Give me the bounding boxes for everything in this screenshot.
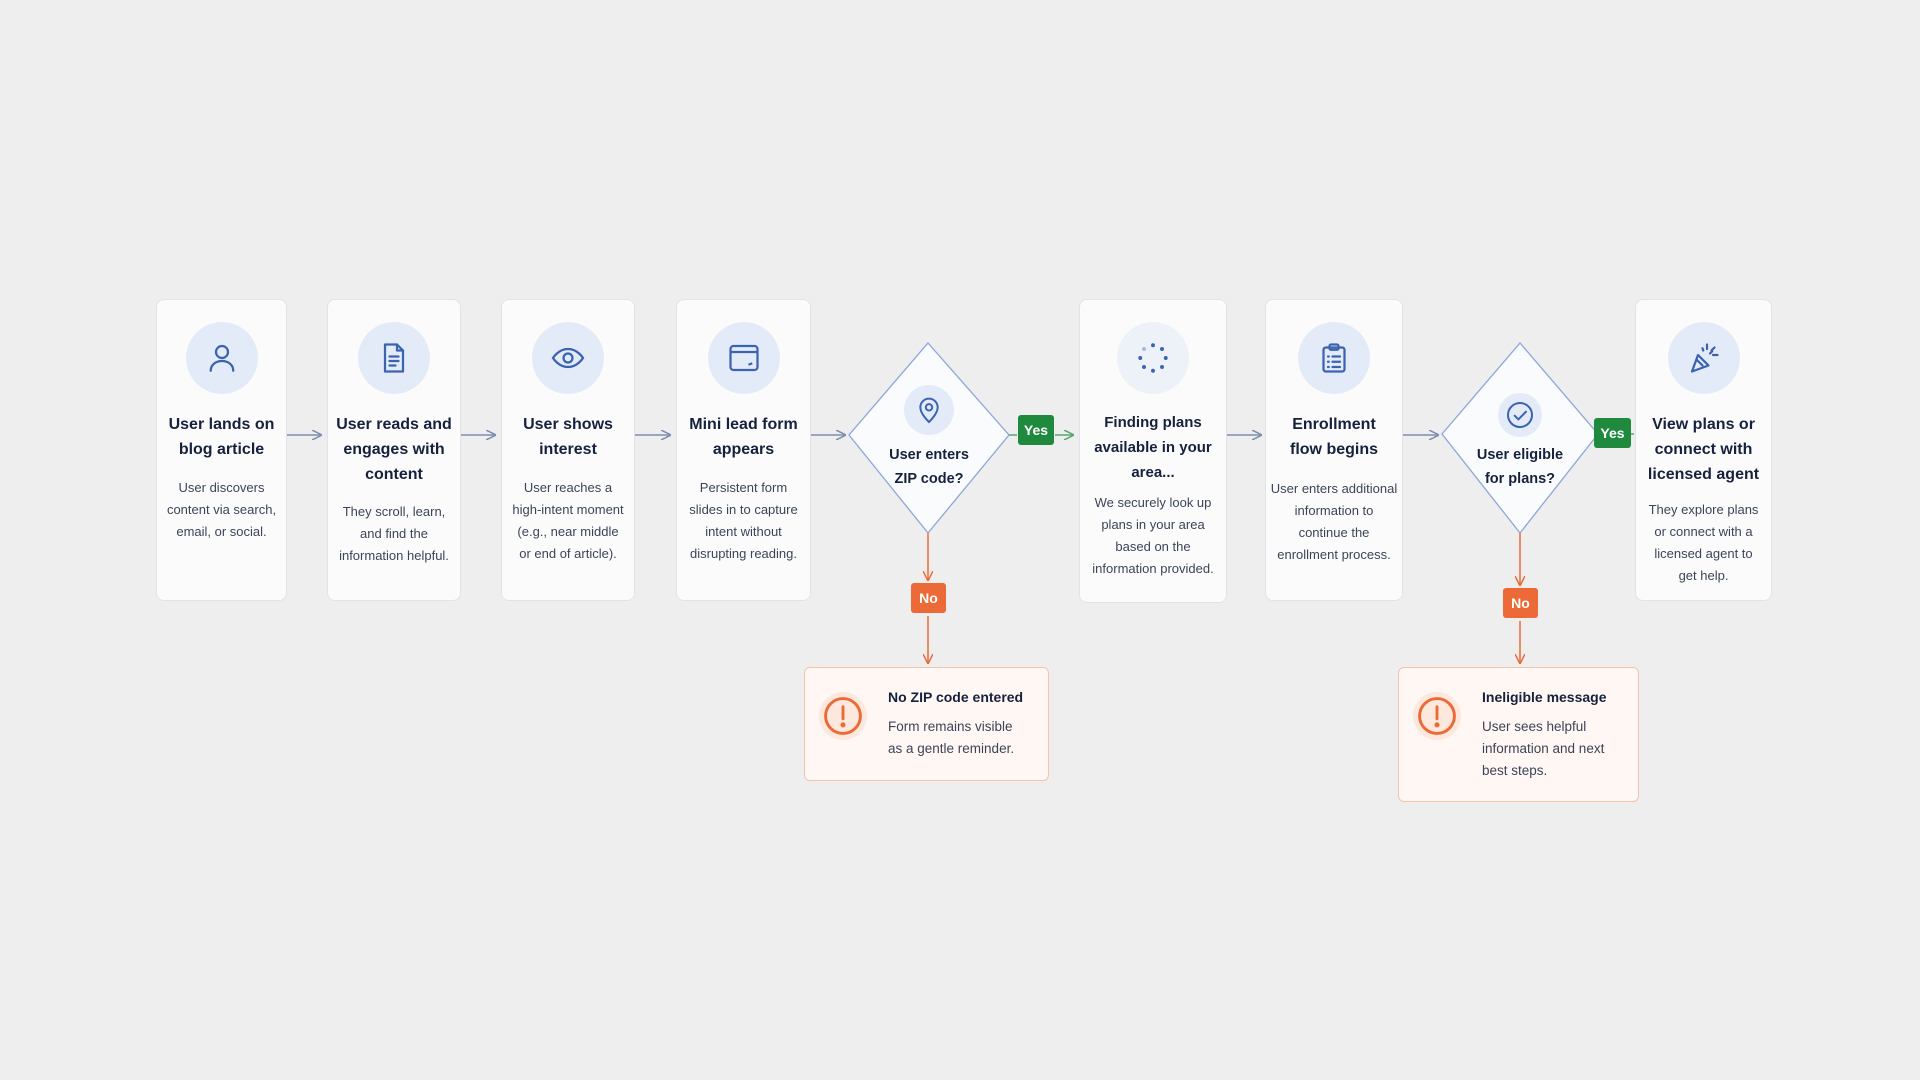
- yes-badge: Yes: [1018, 415, 1054, 445]
- step-title: User reads and engages with content: [336, 416, 452, 483]
- step-description: We securely look up plans in your area b…: [1092, 495, 1214, 576]
- alert-circle-icon: [819, 692, 867, 740]
- yes-badge: Yes: [1594, 418, 1631, 448]
- step-description: User enters additional information to co…: [1270, 481, 1398, 562]
- alert-description: User sees helpful information and next b…: [1482, 719, 1605, 778]
- document-icon: [358, 322, 430, 394]
- step-card-finding-plans: Finding plans available in your area... …: [1079, 299, 1227, 603]
- step-title: User shows interest: [523, 416, 613, 458]
- eye-icon: [532, 322, 604, 394]
- user-icon: [185, 322, 258, 394]
- alert-ineligible: Ineligible message User sees helpful inf…: [1398, 667, 1639, 802]
- step-card-blog-article: User lands on blog article User discover…: [156, 299, 287, 601]
- alert-title: Ineligible message: [1482, 689, 1607, 705]
- loading-spinner-icon: [1117, 322, 1189, 394]
- alert-title: No ZIP code entered: [888, 689, 1024, 705]
- step-card-view-plans: View plans or connect with licensed agen…: [1635, 299, 1772, 601]
- check-circle-icon: [1498, 393, 1542, 437]
- alert-circle-icon: [1413, 692, 1461, 740]
- step-description: They explore plans or connect with a lic…: [1648, 502, 1759, 583]
- decision-diamond-shape: [1441, 342, 1599, 535]
- step-title: Finding plans available in your area...: [1094, 414, 1212, 481]
- step-card-shows-interest: User shows interest User reaches a high-…: [501, 299, 635, 601]
- alert-no-zip-code: No ZIP code entered Form remains visible…: [804, 667, 1049, 781]
- step-card-reads-content: User reads and engages with content They…: [327, 299, 461, 601]
- decision-question: User enters ZIP code?: [889, 447, 969, 487]
- decision-zip-code: User enters ZIP code?: [849, 343, 1009, 533]
- no-badge: No: [1503, 588, 1538, 618]
- party-popper-icon: [1667, 322, 1740, 394]
- step-title: View plans or connect with licensed agen…: [1647, 416, 1760, 483]
- step-title: Enrollment flow begins: [1290, 416, 1378, 458]
- step-description: Persistent form slides in to capture int…: [689, 480, 798, 561]
- step-card-enrollment: Enrollment flow begins User enters addit…: [1265, 299, 1403, 601]
- location-pin-icon: [904, 385, 954, 435]
- decision-question: User eligible for plans?: [1476, 447, 1564, 487]
- clipboard-icon: [1298, 322, 1370, 394]
- no-badge: No: [911, 583, 946, 613]
- step-card-lead-form: Mini lead form appears Persistent form s…: [676, 299, 811, 601]
- decision-eligibility: User eligible for plans?: [1442, 343, 1598, 533]
- step-description: User reaches a high-intent moment (e.g.,…: [512, 480, 624, 561]
- step-title: User lands on blog article: [168, 416, 275, 458]
- browser-window-icon: [707, 322, 780, 394]
- step-description: User discovers content via search, email…: [166, 480, 277, 539]
- step-description: They scroll, learn, and find the informa…: [339, 504, 449, 563]
- alert-description: Form remains visible as a gentle reminde…: [888, 719, 1015, 756]
- step-title: Mini lead form appears: [689, 416, 798, 458]
- decision-diamond-shape: [848, 342, 1010, 535]
